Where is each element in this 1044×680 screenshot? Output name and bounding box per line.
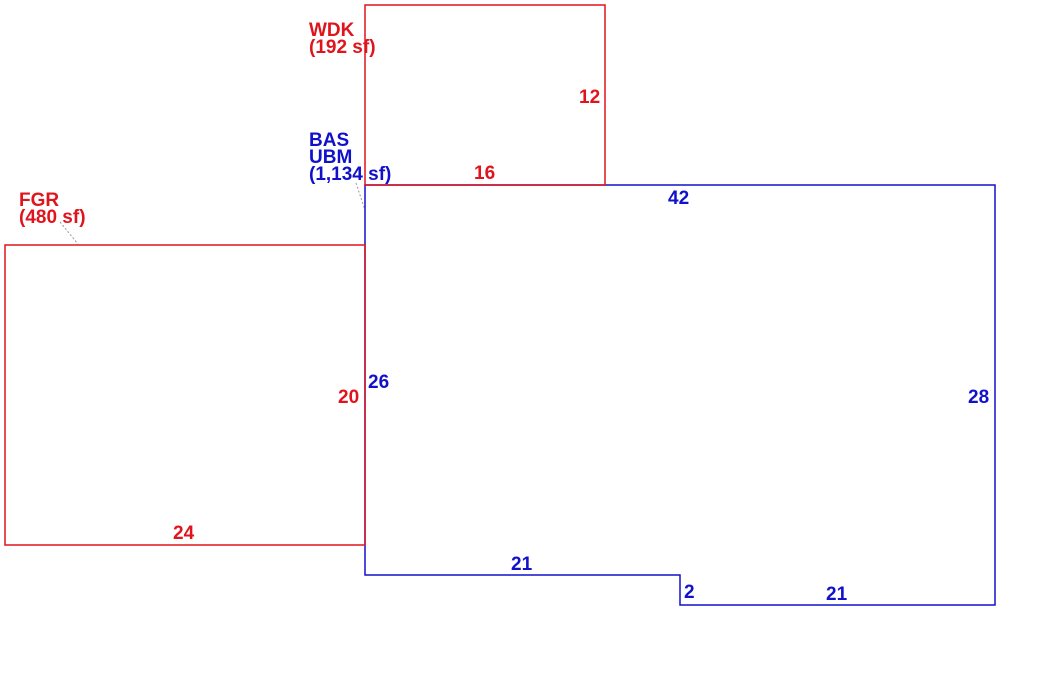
wdk-area-label: (192 sf) bbox=[309, 37, 376, 58]
wdk-code-label: WDK bbox=[309, 20, 355, 41]
dim-wdk-bottom: 16 bbox=[474, 163, 495, 184]
dim-wdk-right: 12 bbox=[579, 87, 600, 108]
wdk-area-outline bbox=[364, 4, 606, 186]
bas-code-label: BAS bbox=[309, 130, 349, 151]
bas-area-label: (1,134 sf) bbox=[309, 164, 391, 185]
dim-bas-jog: 2 bbox=[684, 582, 695, 603]
dim-bas-right: 28 bbox=[968, 387, 989, 408]
fgr-code-label: FGR bbox=[19, 190, 59, 211]
fgr-leader-line bbox=[59, 221, 79, 245]
dim-bas-top: 42 bbox=[668, 188, 689, 209]
ubm-code-label: UBM bbox=[309, 147, 352, 168]
dim-fgr-bottom: 24 bbox=[173, 523, 195, 544]
dim-bas-left: 26 bbox=[368, 372, 389, 393]
dim-bas-bottom-right: 21 bbox=[826, 584, 848, 605]
fgr-area-label: (480 sf) bbox=[19, 207, 86, 228]
fgr-area-outline bbox=[4, 244, 366, 546]
bas-area-outline bbox=[364, 184, 996, 606]
bas-leader-line bbox=[355, 182, 366, 211]
dim-fgr-right: 20 bbox=[338, 387, 359, 408]
dim-bas-bottom-left: 21 bbox=[511, 554, 533, 575]
